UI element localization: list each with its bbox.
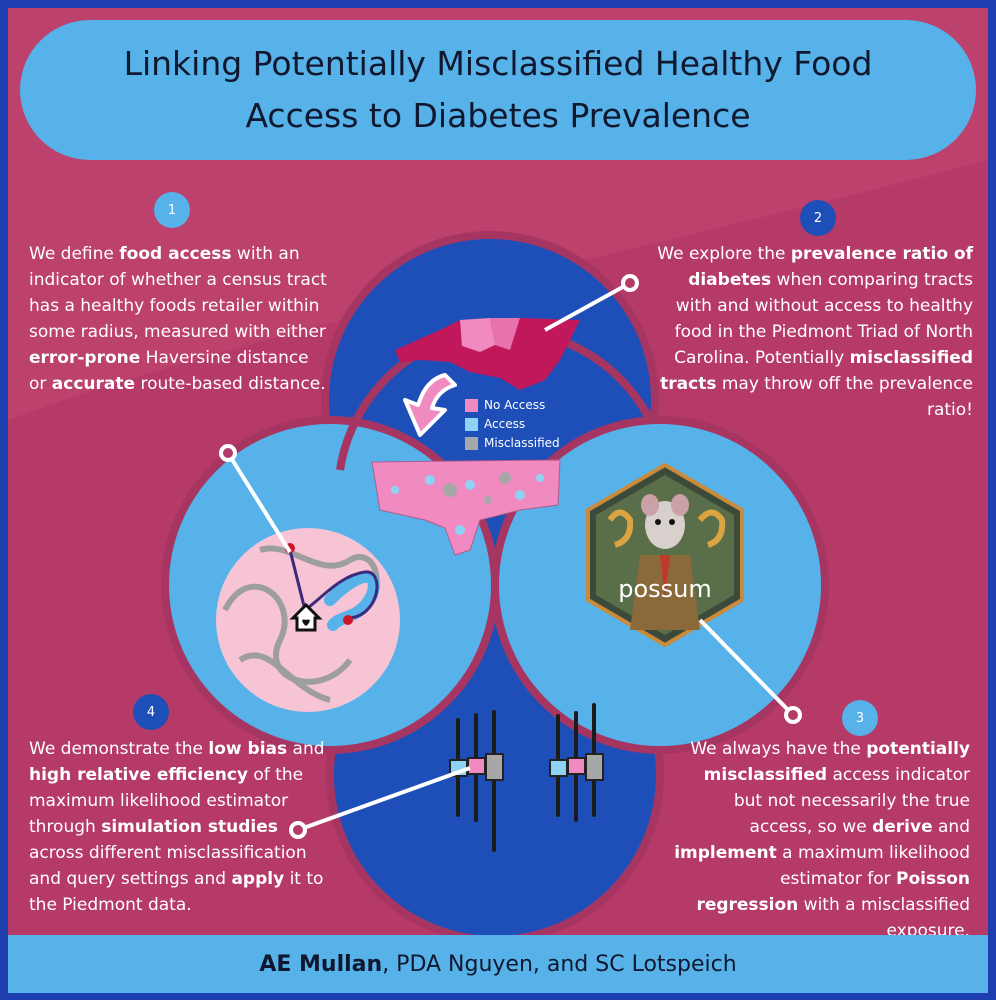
emphasis-text: Poisson regression <box>696 869 970 915</box>
legend-label-no-access: No Access <box>484 398 546 412</box>
body-text: We define <box>29 244 120 264</box>
body-text: when comparing tracts with and without a… <box>674 270 973 368</box>
piedmont-tract-map <box>371 459 561 556</box>
legend-swatch-misclassified <box>465 436 478 450</box>
emphasis-text: implement <box>674 843 777 863</box>
emphasis-text: low bias <box>208 739 288 759</box>
emphasis-text: apply <box>231 869 285 889</box>
body-text: Haversine distance or <box>29 348 309 394</box>
legend-access: Access <box>465 416 525 432</box>
possum-logo-text: possum <box>618 575 712 603</box>
step-3-text: We always have the potentially misclassi… <box>674 736 970 944</box>
step-4-text: We demonstrate the low bias and high rel… <box>29 736 329 918</box>
legend-swatch-access <box>465 417 478 431</box>
authors-footer: AE Mullan, PDA Nguyen, and SC Lotspeich <box>8 935 988 993</box>
nc-state-map <box>395 318 580 390</box>
curved-arrow <box>403 373 457 437</box>
step-1-text: We define food access with an indicator … <box>29 241 329 397</box>
body-text: may throw off the prevalence ratio! <box>716 374 973 420</box>
step-4-badge: 4 <box>133 694 169 730</box>
body-text: access indicator but not necessarily the… <box>733 765 970 837</box>
legend-no-access: No Access <box>465 397 545 413</box>
food-access-illustration <box>216 528 400 712</box>
body-text: a maximum likelihood estimator for <box>776 843 970 889</box>
emphasis-text: prevalence ratio of diabetes <box>688 244 973 290</box>
step-2-badge: 2 <box>800 200 836 236</box>
emphasis-text: misclassified tracts <box>660 348 973 394</box>
other-authors: , PDA Nguyen, and SC Lotspeich <box>382 951 737 977</box>
body-text: with an indicator of whether a census tr… <box>29 244 327 342</box>
body-text: across different misclassification and q… <box>29 843 307 889</box>
body-text: of the maximum likelihood estimator thro… <box>29 765 304 837</box>
legend-label-misclassified: Misclassified <box>484 436 560 450</box>
body-text: route-based distance. <box>135 374 326 394</box>
body-text: and <box>932 817 970 837</box>
body-text: We explore the <box>657 244 791 264</box>
legend-misclassified: Misclassified <box>465 435 560 451</box>
connector-lines <box>219 274 802 839</box>
emphasis-text: accurate <box>51 374 136 394</box>
title-banner: Linking Potentially Misclassified Health… <box>20 20 976 160</box>
emphasis-text: error-prone <box>29 348 141 368</box>
step-2-text: We explore the prevalence ratio of diabe… <box>655 241 973 423</box>
legend-label-access: Access <box>484 417 526 431</box>
first-author: AE Mullan <box>259 951 383 977</box>
body-text: We demonstrate the <box>29 739 209 759</box>
emphasis-text: simulation studies <box>101 817 278 837</box>
possum-hex-logo <box>586 462 744 648</box>
body-text: We always have the <box>690 739 867 759</box>
house-icon <box>289 602 323 632</box>
legend-swatch-no-access <box>465 398 478 412</box>
page-title: Linking Potentially Misclassified Health… <box>123 44 873 135</box>
body-text: it to the Piedmont data. <box>29 869 324 915</box>
step-3-badge: 3 <box>842 700 878 736</box>
emphasis-text: potentially misclassified <box>703 739 970 785</box>
step-1-badge: 1 <box>154 192 190 228</box>
emphasis-text: high relative efficiency <box>29 765 248 785</box>
emphasis-text: food access <box>119 244 232 264</box>
emphasis-text: derive <box>872 817 933 837</box>
body-text: and <box>287 739 325 759</box>
